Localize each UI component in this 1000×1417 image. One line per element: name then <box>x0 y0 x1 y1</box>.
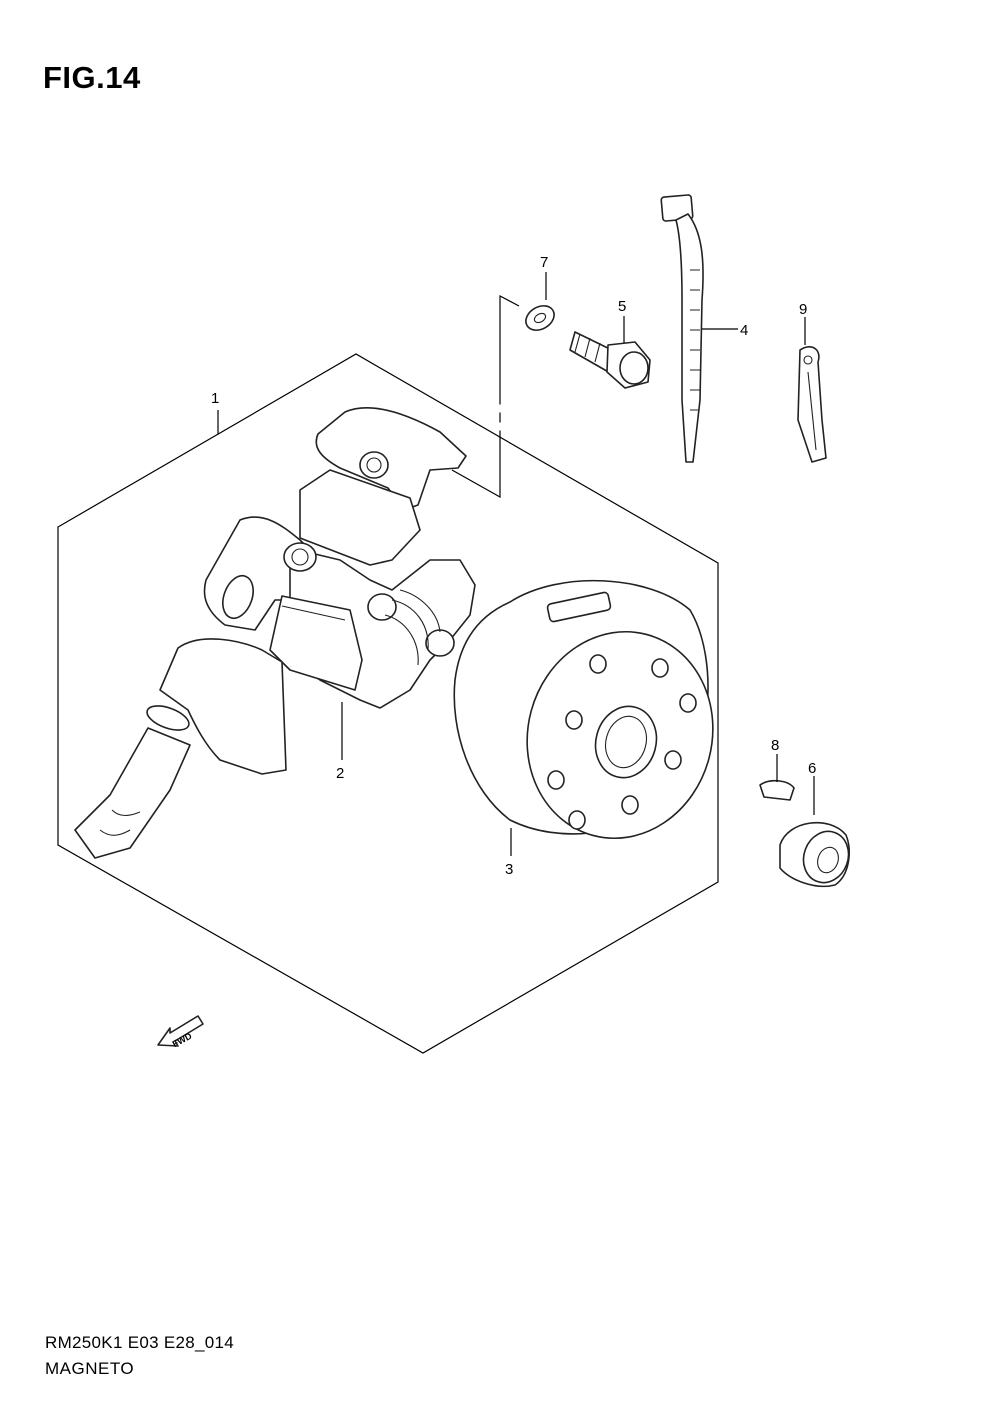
callout-1: 1 <box>211 390 219 407</box>
callout-2: 2 <box>336 765 344 782</box>
cable-tie <box>660 194 704 463</box>
flange-nut <box>779 821 850 887</box>
wire-clamp <box>797 346 827 463</box>
stator-assembly <box>74 406 476 859</box>
callout-5: 5 <box>618 298 626 315</box>
bolt <box>569 331 651 389</box>
callout-7: 7 <box>540 254 548 271</box>
callout-9: 9 <box>799 301 807 318</box>
callout-4: 4 <box>740 322 748 339</box>
diagram-code: RM250K1 E03 E28_014 <box>45 1333 235 1352</box>
callout-3: 3 <box>505 861 513 878</box>
woodruff-key <box>759 779 795 801</box>
fwd-arrow: FWD <box>157 1015 204 1049</box>
callout-6: 6 <box>808 760 816 777</box>
figure-title: FIG.14 <box>43 60 141 95</box>
flywheel-rotor <box>453 579 714 840</box>
callout-8: 8 <box>771 737 779 754</box>
assembly-connector-line <box>451 295 520 499</box>
assembly-boundary <box>57 353 719 1054</box>
washer <box>525 305 555 331</box>
diagram-name: MAGNETO <box>45 1359 135 1378</box>
